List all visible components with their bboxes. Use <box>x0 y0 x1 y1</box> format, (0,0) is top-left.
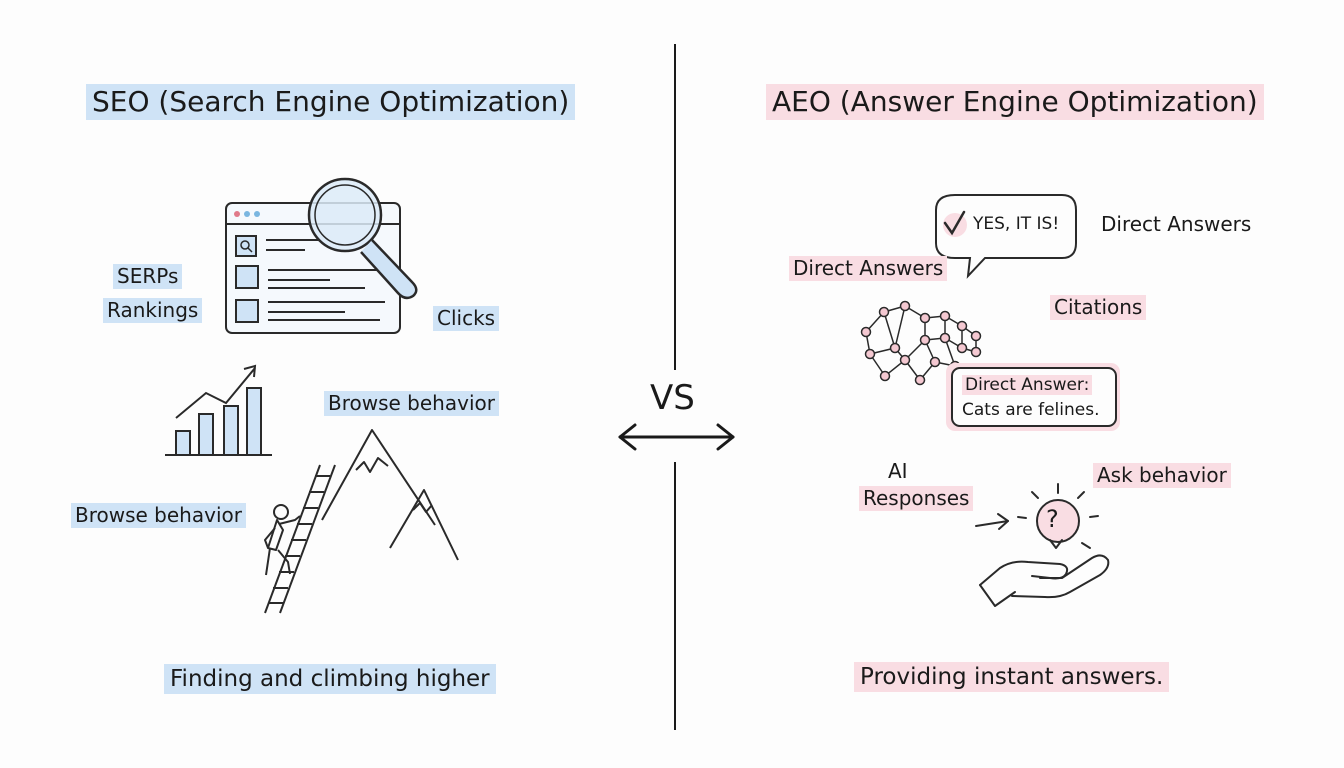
direct-answers-label-left: Direct Answers <box>789 256 948 281</box>
speech-bubble-icon <box>935 194 1077 279</box>
climber-icon <box>264 504 301 576</box>
aeo-title: AEO (Answer Engine Optimization) <box>766 84 1264 121</box>
vs-label: VS <box>650 378 695 418</box>
direct-answers-label-right: Direct Answers <box>1101 212 1252 236</box>
network-graph-icon <box>860 300 982 386</box>
double-arrow-icon <box>618 423 735 451</box>
magnifier-icon <box>307 177 418 300</box>
seo-caption: Finding and climbing higher <box>164 664 496 695</box>
ai-label: AI <box>888 459 908 483</box>
answer-card-heading: Direct Answer: <box>962 375 1093 396</box>
citations-label: Citations <box>1050 295 1147 320</box>
mountain-icon <box>321 429 459 561</box>
ask-behavior-label: Ask behavior <box>1093 463 1231 488</box>
aeo-caption: Providing instant answers. <box>854 662 1170 693</box>
browse-behavior-label-left: Browse behavior <box>71 503 246 528</box>
clicks-label: Clicks <box>433 306 500 331</box>
seo-title: SEO (Search Engine Optimization) <box>86 84 576 121</box>
hand-question-icon <box>975 483 1110 607</box>
rankings-label: Rankings <box>103 298 203 323</box>
ladder-icon <box>264 464 336 614</box>
answer-card-text: Cats are felines. <box>962 400 1100 420</box>
bubble-text: YES, IT IS! <box>973 214 1060 234</box>
question-mark-icon: ? <box>1046 505 1059 533</box>
responses-label: Responses <box>859 486 974 511</box>
answer-card <box>946 363 1120 431</box>
serps-label: SERPs <box>113 264 183 289</box>
growth-chart-icon <box>165 364 272 456</box>
browse-behavior-label-top: Browse behavior <box>324 391 499 416</box>
